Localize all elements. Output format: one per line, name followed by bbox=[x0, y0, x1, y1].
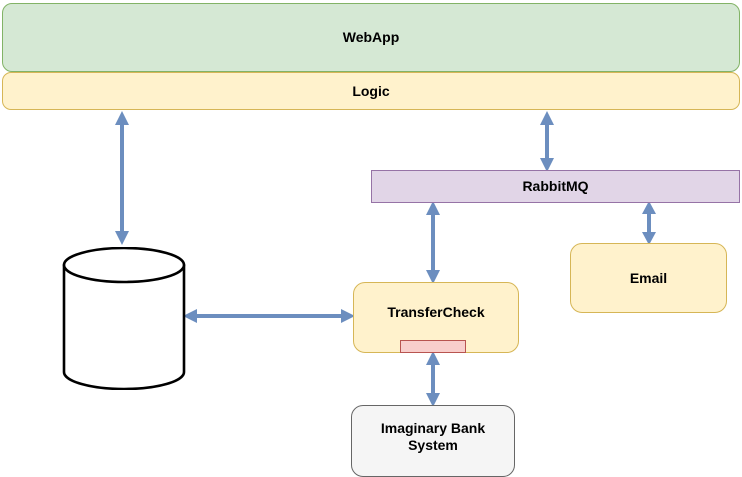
node-database-cylinder[interactable] bbox=[62, 247, 186, 390]
edge-logic-rabbitmq bbox=[535, 111, 559, 172]
node-email[interactable]: Email bbox=[570, 243, 727, 313]
edge-database-transfercheck bbox=[183, 304, 355, 328]
transfercheck-status-bar[interactable] bbox=[400, 340, 466, 353]
node-imaginary-bank-system-label: Imaginary Bank System bbox=[380, 420, 486, 453]
edge-bank-transfercheck bbox=[421, 351, 445, 407]
edge-rabbitmq-transfercheck bbox=[421, 201, 445, 284]
node-webapp[interactable]: WebApp bbox=[2, 3, 740, 72]
node-logic-label: Logic bbox=[352, 82, 390, 99]
node-transfercheck-label: TransferCheck bbox=[387, 304, 485, 321]
node-rabbitmq[interactable]: RabbitMQ bbox=[371, 170, 740, 203]
node-webapp-label: WebApp bbox=[342, 29, 400, 46]
node-imaginary-bank-system[interactable]: Imaginary Bank System bbox=[351, 405, 515, 477]
edge-rabbitmq-email bbox=[637, 201, 661, 245]
node-email-label: Email bbox=[629, 269, 668, 286]
edge-logic-database bbox=[110, 111, 134, 245]
node-rabbitmq-label: RabbitMQ bbox=[522, 178, 589, 195]
node-logic[interactable]: Logic bbox=[2, 72, 740, 110]
